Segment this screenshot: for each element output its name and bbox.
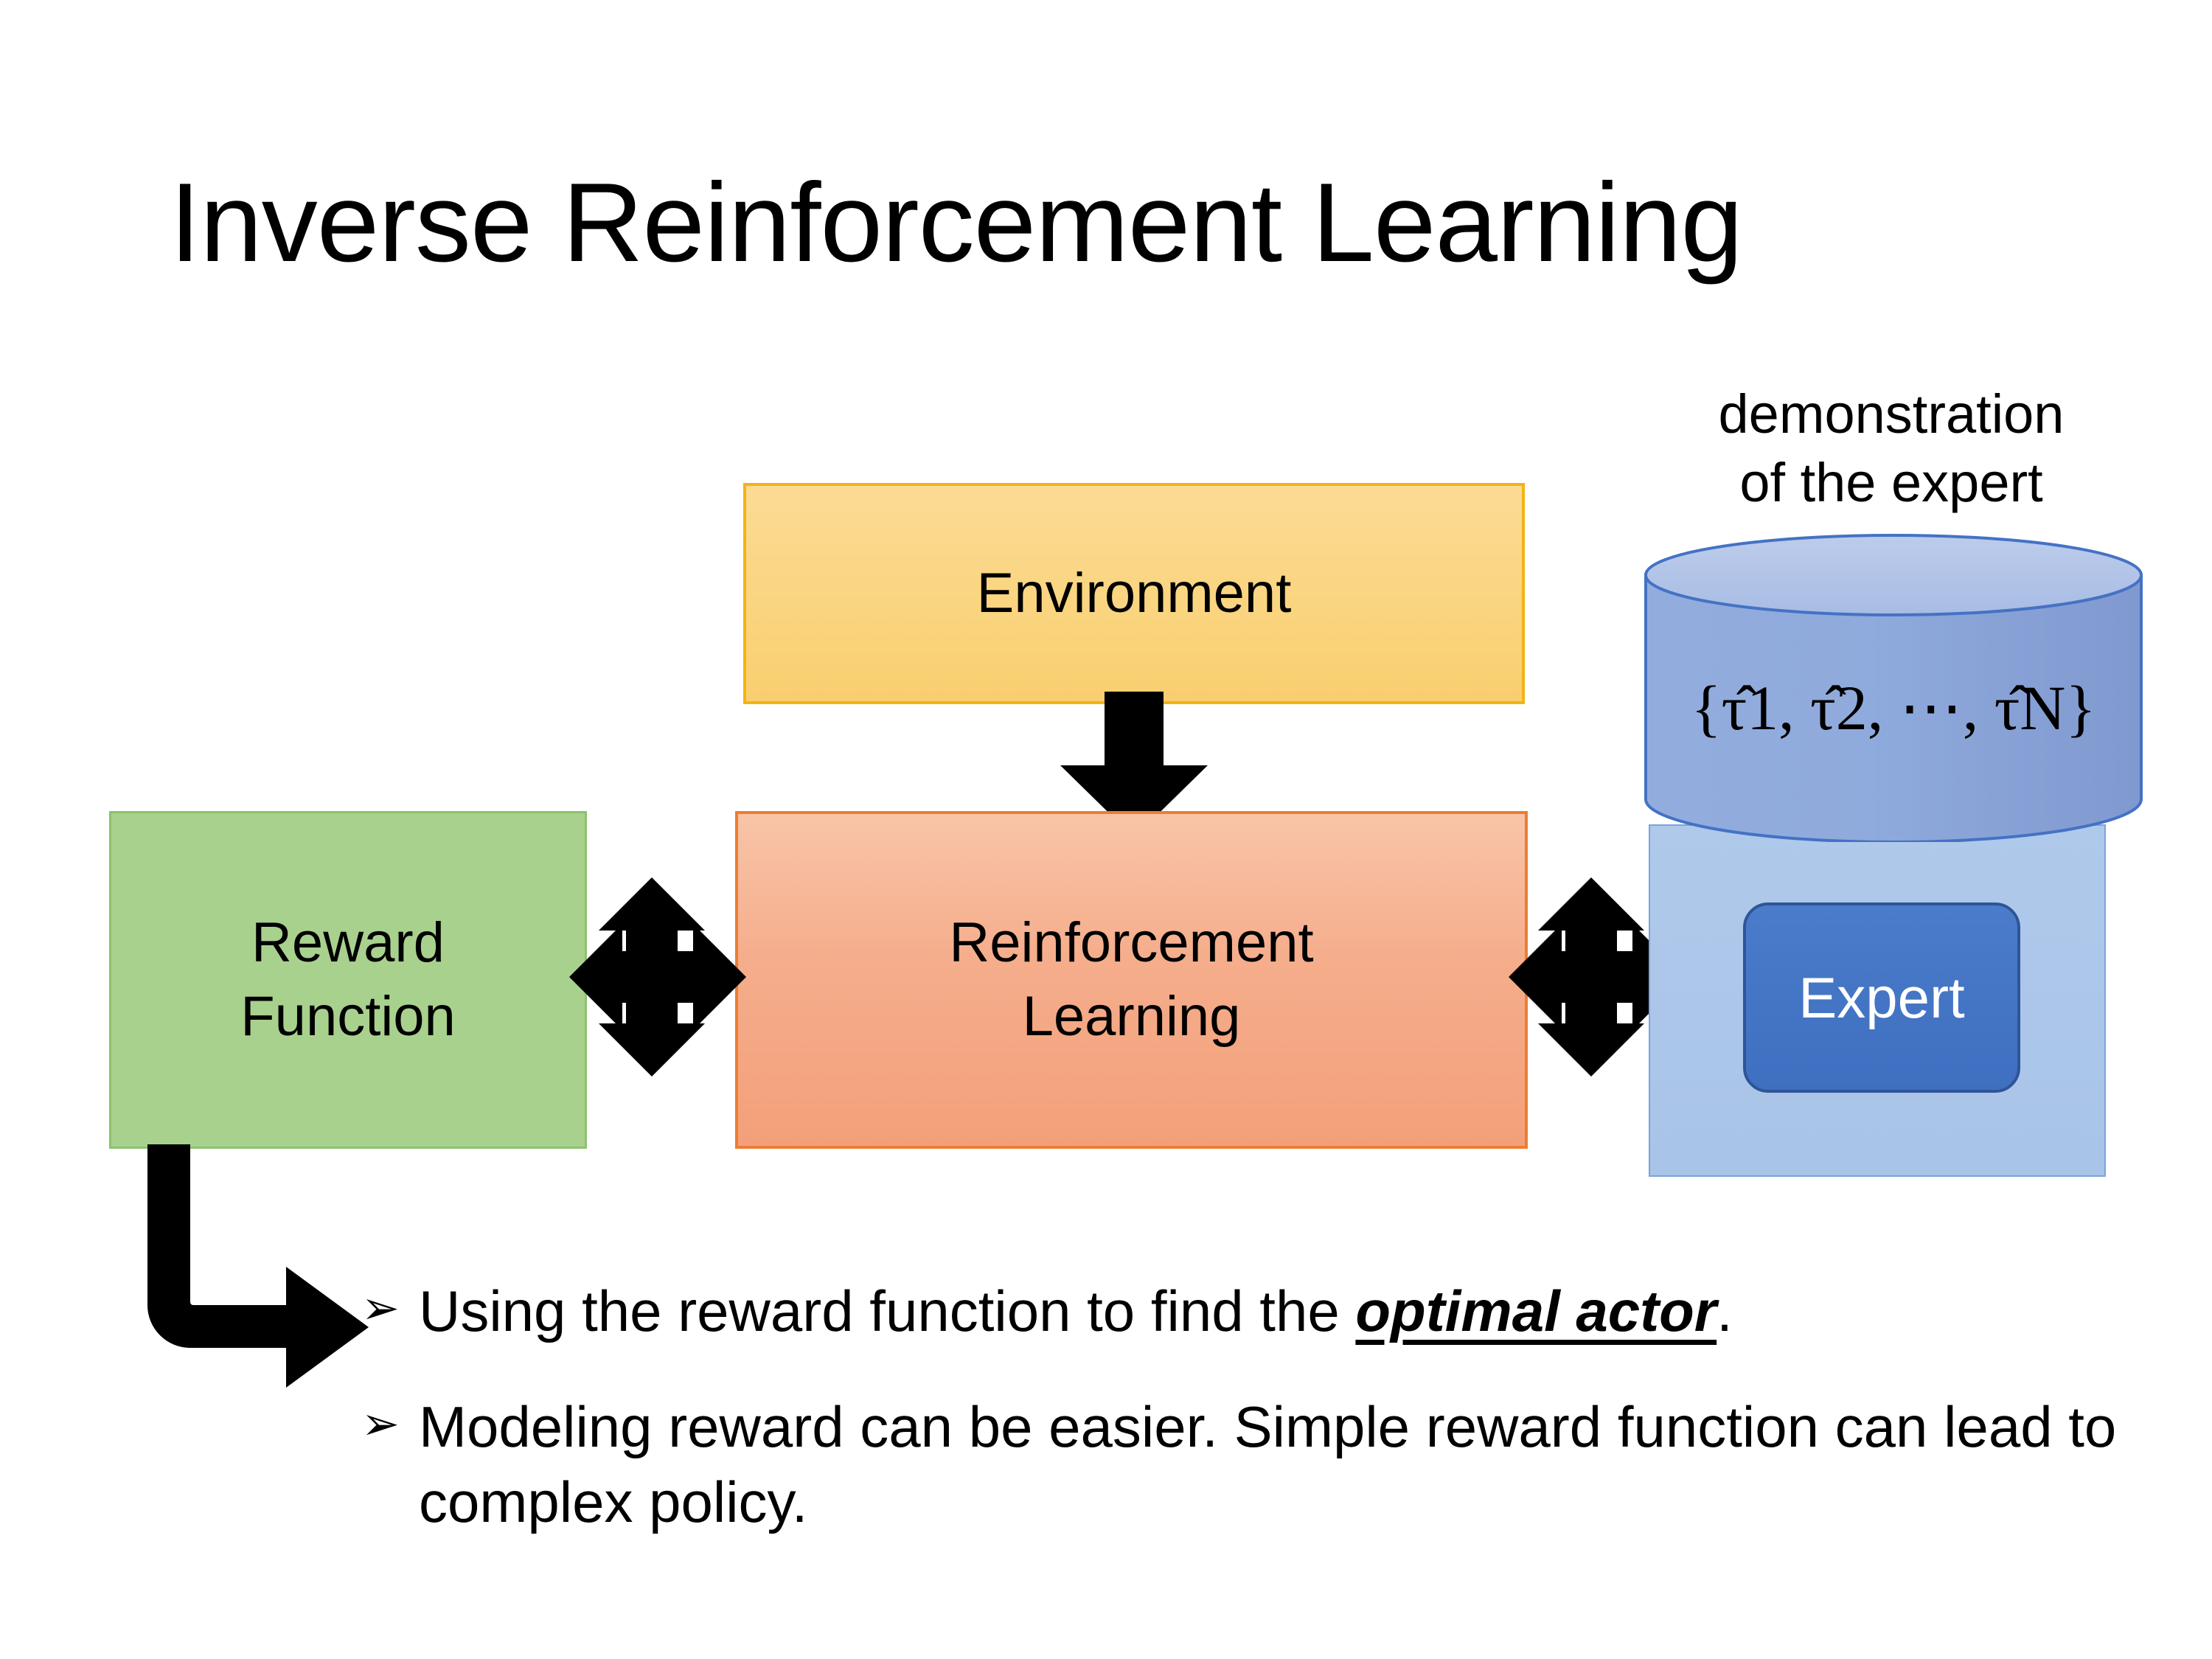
demonstration-caption-line-2: of the expert: [1739, 452, 2043, 514]
environment-label: Environment: [976, 562, 1292, 625]
reinforcement-learning-box: Reinforcement Learning: [735, 811, 1528, 1149]
environment-box: Environment: [743, 483, 1525, 704]
reward-to-rl-arrow-icon: [569, 877, 746, 1077]
rl-to-expert-arrow-icon: [1509, 877, 1686, 1077]
reward-to-bullets-bent-arrow-icon: [147, 1144, 369, 1388]
reward-label-line-2: Function: [240, 985, 456, 1048]
reinforcement-learning-label: Reinforcement Learning: [949, 906, 1313, 1054]
reward-label-line-1: Reward: [251, 911, 445, 974]
demonstration-cylinder-icon: [1643, 532, 2144, 842]
bullet-1-emphasis: optimal actor: [1355, 1279, 1717, 1343]
demonstration-caption-line-1: demonstration: [1718, 383, 2065, 445]
expert-box: Expert: [1743, 902, 2020, 1093]
expert-label: Expert: [1798, 965, 1965, 1030]
rl-label-line-2: Learning: [1022, 985, 1241, 1048]
bullet-list: ➢ Using the reward function to find the …: [361, 1274, 2131, 1540]
bullet-item-2: ➢ Modeling reward can be easier. Simple …: [361, 1390, 2131, 1540]
bullet-arrow-icon: ➢: [361, 1399, 400, 1450]
bullet-1-text-after: .: [1717, 1279, 1733, 1343]
reward-function-label: Reward Function: [240, 906, 456, 1054]
trajectories-formula-text: {τ̂1, τ̂2, ⋯, τ̂N}: [1691, 672, 2096, 743]
bullet-item-1: ➢ Using the reward function to find the …: [361, 1274, 2131, 1349]
bullet-arrow-icon: ➢: [361, 1283, 400, 1334]
bullet-text-1: Using the reward function to find the op…: [419, 1274, 2131, 1349]
trajectories-formula: {τ̂1, τ̂2, ⋯, τ̂N}: [1643, 671, 2144, 745]
demonstration-caption: demonstration of the expert: [1644, 380, 2138, 517]
slide-title: Inverse Reinforcement Learning: [170, 160, 1743, 285]
environment-to-rl-arrow-icon: [1060, 692, 1208, 838]
reward-function-box: Reward Function: [109, 811, 587, 1149]
rl-label-line-1: Reinforcement: [949, 911, 1314, 974]
bullet-text-2: Modeling reward can be easier. Simple re…: [419, 1394, 2117, 1534]
bullet-1-text-before: Using the reward function to find the: [419, 1279, 1356, 1343]
